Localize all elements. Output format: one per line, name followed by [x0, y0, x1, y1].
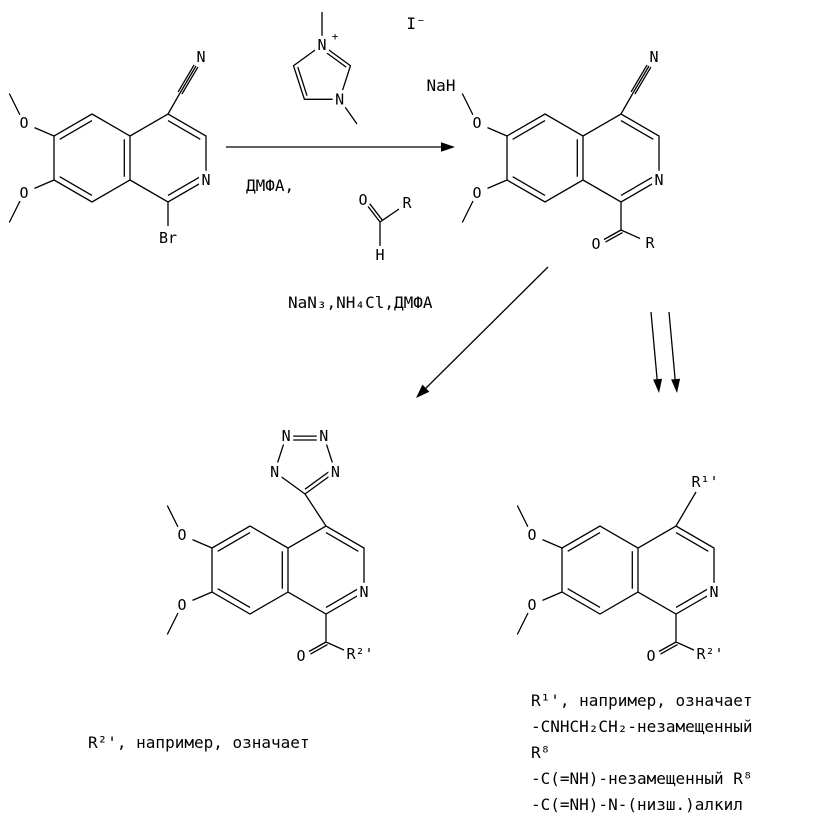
ring-n-label: N: [359, 583, 368, 601]
reaction-double-arrows: [650, 311, 681, 393]
iodide-counterion-label: I⁻: [406, 14, 425, 33]
aldehyde-double-bond: [366, 203, 383, 223]
acyl-r-label: R: [645, 234, 655, 252]
tetrazole-n2-label: N: [282, 427, 291, 445]
azide-reagents-label: NaN₃,NH₄Cl,ДМФА: [288, 293, 433, 312]
aldehyde-h-label: H: [375, 246, 384, 264]
methoxy-top-o-label: O: [472, 114, 481, 132]
tetrazole-n4-label: N: [331, 463, 340, 481]
dmfa-solvent-label: ДМФА,: [246, 176, 294, 195]
caption-right-line-1: R¹', например, означает: [531, 691, 753, 710]
caption-right-line-2: -CNHCH₂CH₂-незамещенный: [531, 717, 753, 736]
reaction-arrow-2: [416, 266, 549, 398]
arrow-2-head: [416, 384, 430, 398]
caption-right-line-4: -C(=NH)-незамещенный R⁸: [531, 769, 753, 788]
acyl-intermediate-structure: O O N N O R: [461, 45, 667, 257]
imidazolium-skeleton-bonds: [292, 12, 358, 125]
methoxy-top-o-label: O: [527, 526, 536, 544]
start-material-nitrile-triple-bond: [177, 64, 199, 95]
imidazolium-reagent-structure: N + N: [292, 12, 358, 125]
nitrile-n-label: N: [649, 48, 658, 66]
double-arrow-head-right: [671, 378, 681, 393]
carbonyl-o-label: O: [296, 647, 305, 665]
amidine-product-structure: R¹' O O N O R²': [516, 470, 727, 669]
methoxy-bottom-o-label: O: [177, 596, 186, 614]
methoxy-bottom-o-label: O: [472, 184, 481, 202]
acyl-r2-label: R²': [346, 645, 373, 663]
caption-left: R²', например, означает: [88, 733, 310, 752]
imidazolium-n-top-label: N: [317, 36, 326, 54]
start-material-double-bonds: [59, 120, 201, 196]
acyl-intermediate-double-bonds: [512, 120, 654, 243]
nitrile-n-label: N: [196, 48, 205, 66]
tetrazole-product-structure: N N N N O O N O R²': [166, 424, 377, 669]
ring-n-label: N: [654, 171, 663, 189]
imidazolium-double-bonds: [297, 48, 347, 96]
bromine-label: Br: [159, 229, 177, 247]
tetrazole-product-skeleton-bonds: [166, 435, 365, 652]
start-material-skeleton-bonds: [8, 92, 207, 226]
imidazolium-n-bottom-label: N: [335, 91, 344, 109]
nah-base-label: NaH: [427, 76, 456, 95]
arrow-2-shaft: [420, 266, 549, 394]
methoxy-bottom-o-label: O: [19, 184, 28, 202]
aldehyde-o-label: O: [358, 191, 367, 209]
carbonyl-o-label: O: [591, 235, 600, 253]
caption-right-line-5: -C(=NH)-N-(низш.)алкил: [531, 795, 743, 814]
methoxy-top-o-label: O: [19, 114, 28, 132]
acyl-r2-label: R²': [696, 645, 723, 663]
aldehyde-r-label: R: [402, 194, 412, 212]
tetrazole-product-double-bonds: [217, 439, 359, 655]
aldehyde-skeleton-bonds: [379, 208, 400, 246]
acyl-intermediate-skeleton-bonds: [461, 92, 660, 240]
methoxy-top-o-label: O: [177, 526, 186, 544]
amidine-product-skeleton-bonds: [516, 491, 715, 652]
amidine-product-double-bonds: [567, 532, 709, 655]
double-arrow-head-left: [653, 378, 663, 393]
carbonyl-o-label: O: [646, 647, 655, 665]
double-arrow-shafts: [650, 311, 677, 390]
start-material-structure: O O N N Br: [8, 45, 214, 251]
r1-substituent-label: R¹': [691, 473, 718, 491]
methoxy-bottom-o-label: O: [527, 596, 536, 614]
tetrazole-n3-label: N: [319, 427, 328, 445]
acyl-intermediate-nitrile-triple-bond: [630, 64, 652, 95]
ring-n-label: N: [201, 171, 210, 189]
plus-charge-label: +: [332, 30, 339, 43]
tetrazole-n1-label: N: [270, 463, 279, 481]
arrow-1-head: [441, 142, 455, 152]
ring-n-label: N: [709, 583, 718, 601]
caption-right-line-3: R⁸: [531, 743, 550, 762]
reaction-arrow-1: [226, 142, 455, 152]
aldehyde-reagent-structure: O R H: [355, 188, 416, 268]
